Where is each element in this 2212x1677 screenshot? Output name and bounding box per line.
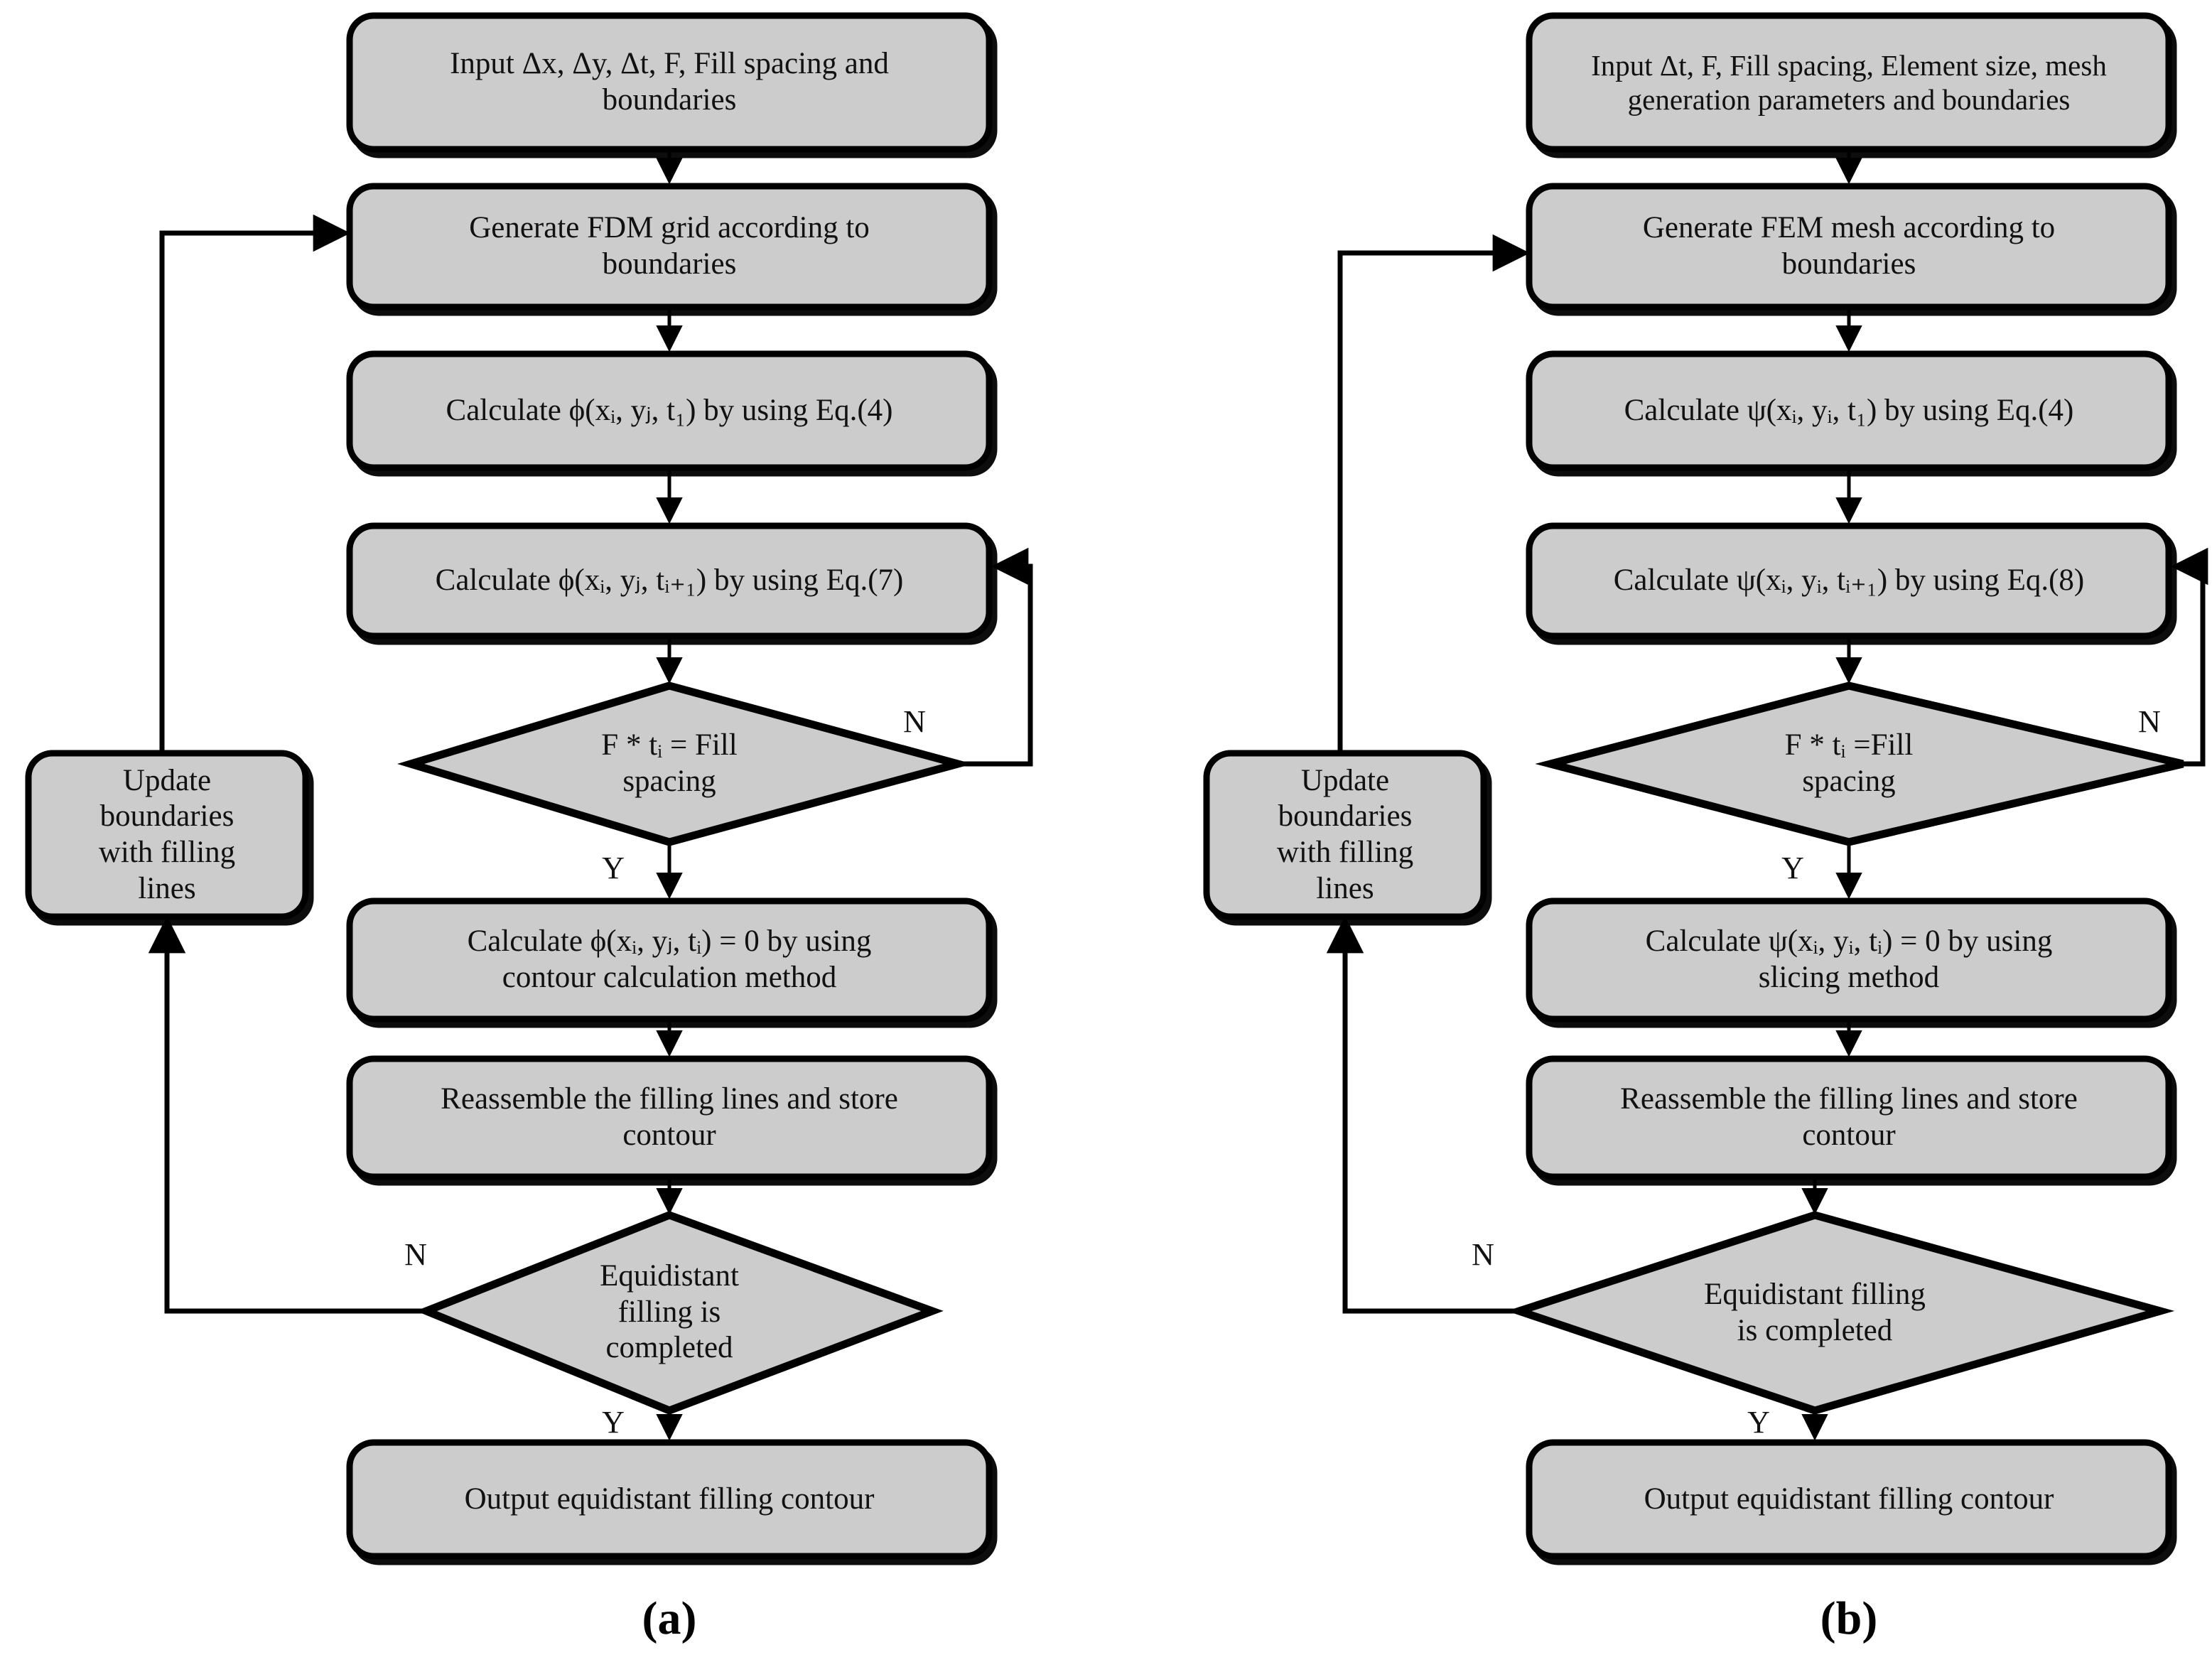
edge-label-b-yes-done: Y [1747,1405,1770,1440]
node-a-calc-eq7[interactable] [346,522,993,640]
node-b-output[interactable] [1526,1439,2172,1560]
panel-a-caption: (a) [642,1592,697,1644]
panel-a-edges [148,149,1033,1441]
edge-label-b-no-done: N [1472,1237,1494,1272]
edge-label-a-no-loop: N [903,704,926,739]
node-b-calc-eq4[interactable] [1526,350,2172,471]
node-a-calc-eq4[interactable] [346,350,993,471]
edge-a-update-to-generate [159,214,351,753]
node-a-generate-grid[interactable] [346,183,993,311]
panel-b-edges [1326,149,2208,1441]
node-b-decision-fill-spacing[interactable] [1535,681,2184,846]
node-a-output[interactable] [346,1439,993,1560]
edge-label-b-yes-loop: Y [1781,851,1804,885]
panel-a-shapes [25,12,993,1560]
edge-b8-update-no [1326,915,1519,1314]
node-b-calc-slicing[interactable] [1526,897,2172,1023]
edge-a5-loop-no [958,547,1033,767]
panel-b-caption: (b) [1820,1592,1878,1644]
node-a-input[interactable] [346,12,993,153]
edge-a8-update-no [148,915,426,1314]
edge-b5-loop-no [2170,547,2208,767]
panel-b-shapes [1203,12,2184,1560]
node-a-reassemble[interactable] [346,1055,993,1180]
node-a-calc-contour[interactable] [346,897,993,1023]
node-b-update-boundaries[interactable] [1203,750,1487,920]
node-a-update-boundaries[interactable] [25,750,309,920]
node-b-reassemble[interactable] [1526,1055,2172,1180]
edge-label-b-no-loop: N [2138,704,2161,739]
edge-b-update-to-generate [1337,234,1531,753]
node-b-generate-mesh[interactable] [1526,183,2172,311]
node-b-input[interactable] [1526,12,2172,153]
node-b-decision-completed[interactable] [1506,1211,2175,1415]
edge-label-a-yes-done: Y [602,1405,625,1440]
node-a-decision-completed[interactable] [416,1211,944,1415]
node-a-decision-fill-spacing[interactable] [396,681,973,846]
edge-label-a-no-done: N [404,1237,427,1272]
node-b-calc-eq8[interactable] [1526,522,2172,640]
edge-label-a-yes-loop: Y [602,851,625,885]
